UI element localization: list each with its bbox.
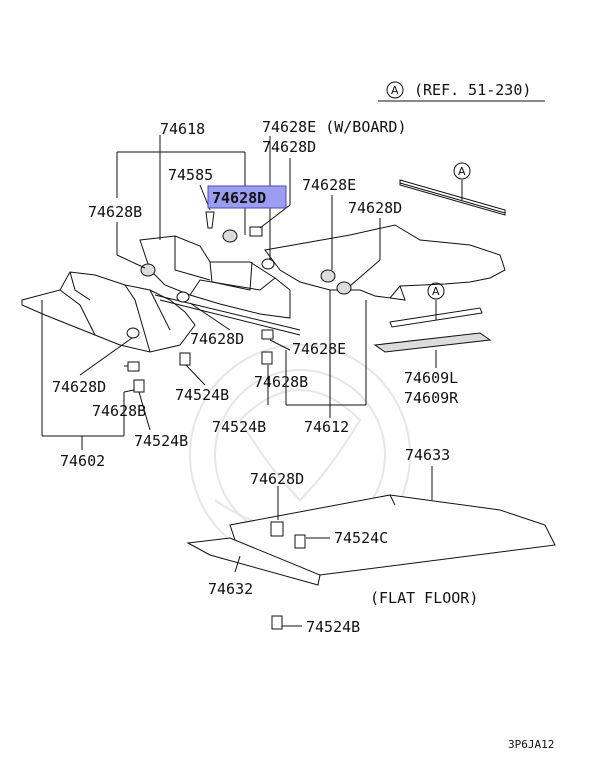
- clip-74628B-lowleft: [127, 361, 140, 372]
- part-strip-a-top: [399, 179, 506, 216]
- callout-circle-icon: [453, 162, 471, 180]
- grommet-74628B-left: [140, 263, 156, 277]
- label-74628B-left: 74628B: [88, 203, 142, 221]
- label-74628E-mid: 74628E: [302, 176, 356, 194]
- clip-74628E-wboard: [261, 258, 275, 270]
- part-74632-floor-panel: [186, 537, 321, 586]
- label-74628D-highlight: 74628D: [212, 189, 266, 207]
- clip-74628D-floor: [270, 521, 284, 537]
- bolt-74524B-a: [179, 352, 191, 366]
- clip-74628E-lower: [261, 329, 274, 340]
- fasteners-upper: [126, 211, 352, 393]
- callout-letter: A: [458, 165, 466, 178]
- label-74609R: 74609R: [404, 389, 459, 407]
- grommet-74628E-mid: [320, 269, 336, 283]
- leader-lines-upper: [41, 135, 463, 450]
- grommet-74585: [222, 229, 238, 243]
- label-74602: 74602: [60, 452, 105, 470]
- bolt-74524B-b: [133, 379, 145, 393]
- part-74618-bracket: [139, 235, 301, 336]
- clip-center: [176, 291, 190, 303]
- leader-lines-lower: [234, 466, 433, 627]
- fasteners-lower: [270, 521, 306, 630]
- highlight-box: [207, 185, 287, 209]
- bolt-74524B-c: [261, 351, 273, 365]
- label-74628D-center: 74628D: [190, 330, 244, 348]
- screw-74585: [205, 211, 215, 229]
- label-74633: 74633: [405, 446, 450, 464]
- callout-circle-icon: [427, 282, 445, 300]
- clip-74628D-lowleft: [126, 327, 140, 339]
- label-74524B-a: 74524B: [175, 386, 229, 404]
- label-74628D-lowleft: 74628D: [52, 378, 106, 396]
- ref-text: (REF. 51-230): [414, 81, 531, 99]
- label-74612: 74612: [304, 418, 349, 436]
- clip-74628D-top: [249, 226, 263, 237]
- label-74609L: 74609L: [404, 369, 458, 387]
- bolt-74524C: [294, 534, 306, 549]
- figure-code: 3P6JA12: [508, 738, 554, 751]
- label-74524B-bottom: 74524B: [306, 618, 360, 636]
- callout-letter: A: [432, 285, 440, 298]
- label-flat-floor: (FLAT FLOOR): [370, 589, 478, 607]
- label-74524C: 74524C: [334, 529, 388, 547]
- label-74628E-lower: 74628E: [292, 340, 346, 358]
- label-74632: 74632: [208, 580, 253, 598]
- part-74612-plate: [264, 224, 506, 305]
- callout-a-mid: A: [427, 282, 445, 300]
- part-74602-tray: [21, 271, 196, 353]
- label-74628B-center: 74628B: [254, 373, 308, 391]
- label-74628E-wboard: 74628E (W/BOARD): [262, 118, 407, 136]
- label-74628B-lowleft: 74628B: [92, 402, 146, 420]
- label-74585: 74585: [168, 166, 213, 184]
- callout-a-top: A: [453, 162, 471, 180]
- reference-note: A (REF. 51-230): [378, 81, 545, 102]
- ref-circle-letter: A: [391, 84, 399, 97]
- part-74609-strip: [373, 307, 492, 353]
- label-74628D-floor: 74628D: [250, 470, 304, 488]
- bolt-74524B-bottom: [271, 615, 283, 630]
- ref-circle-icon: [386, 81, 404, 99]
- label-74628D-top: 74628D: [262, 138, 316, 156]
- label-74628D-right: 74628D: [348, 199, 402, 217]
- label-74524B-c: 74524B: [212, 418, 266, 436]
- label-74524B-b: 74524B: [134, 432, 188, 450]
- label-74618: 74618: [160, 120, 205, 138]
- grommet-74628D-right: [336, 281, 352, 295]
